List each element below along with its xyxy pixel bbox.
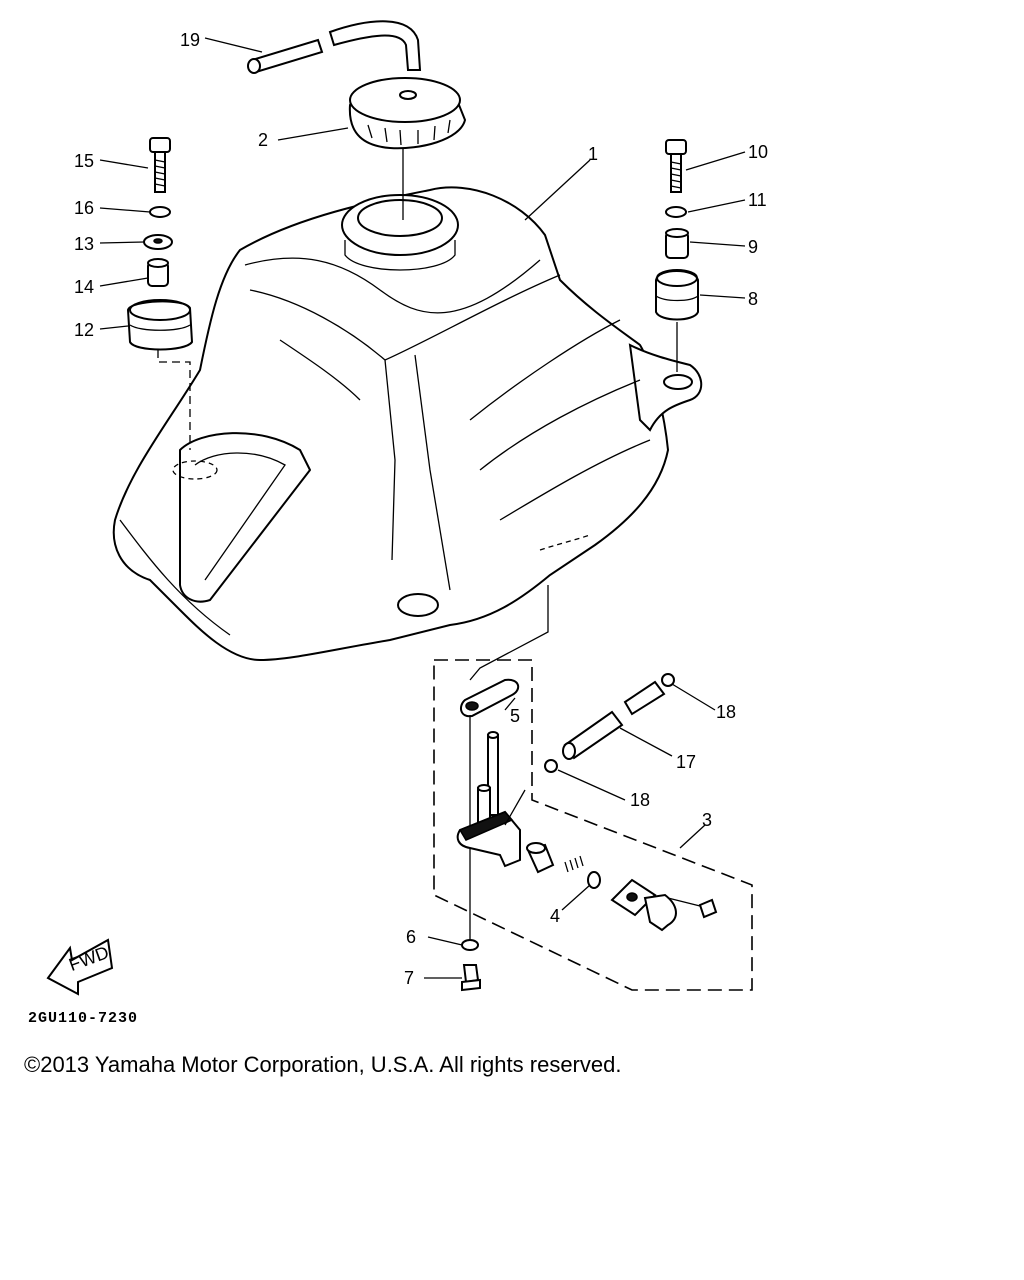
callout-5: 5 bbox=[510, 706, 520, 726]
callout-10: 10 bbox=[748, 142, 768, 162]
copyright-notice: ©2013 Yamaha Motor Corporation, U.S.A. A… bbox=[24, 1052, 622, 1077]
breather-hose bbox=[247, 20, 422, 74]
callout-6: 6 bbox=[406, 927, 416, 947]
diagram-code: 2GU110-7230 bbox=[28, 1010, 139, 1027]
fuel-tank-exploded-diagram: FWD 19 2 15 16 13 14 12 1 10 11 bbox=[46, 20, 768, 996]
callout-19: 19 bbox=[180, 30, 200, 50]
callout-13: 13 bbox=[74, 234, 94, 254]
fuel-tank bbox=[112, 186, 703, 662]
callout-12: 12 bbox=[74, 320, 94, 340]
callout-15: 15 bbox=[74, 151, 94, 171]
left-mount-hardware bbox=[126, 137, 194, 450]
callout-14: 14 bbox=[74, 277, 94, 297]
callout-2: 2 bbox=[258, 130, 268, 150]
callout-7: 7 bbox=[404, 968, 414, 988]
leader-lines bbox=[99, 37, 746, 979]
callout-9: 9 bbox=[748, 237, 758, 257]
callout-16: 16 bbox=[74, 198, 94, 218]
fuel-cock-assembly bbox=[433, 585, 753, 992]
callout-11: 11 bbox=[748, 190, 767, 210]
callout-17: 17 bbox=[676, 752, 696, 772]
callout-8: 8 bbox=[748, 289, 758, 309]
callout-3: 3 bbox=[702, 810, 712, 830]
fuel-cap bbox=[348, 77, 467, 150]
callout-18-lower: 18 bbox=[630, 790, 650, 810]
callout-1: 1 bbox=[588, 144, 598, 164]
callout-18-upper: 18 bbox=[716, 702, 736, 722]
fwd-arrow-icon: FWD bbox=[46, 938, 114, 996]
callout-labels: 19 2 15 16 13 14 12 1 10 11 9 8 5 18 17 … bbox=[74, 30, 768, 988]
right-mount-hardware bbox=[655, 139, 699, 372]
callout-4: 4 bbox=[550, 906, 560, 926]
